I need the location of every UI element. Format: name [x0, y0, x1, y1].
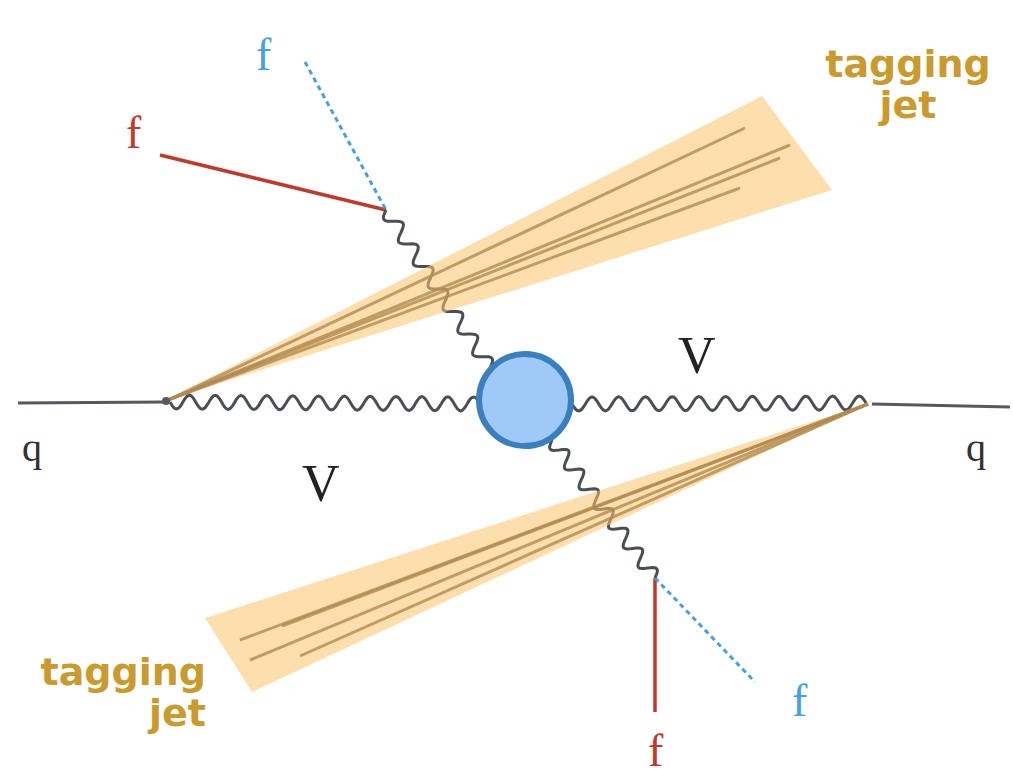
jet-cone	[166, 96, 832, 400]
fermion-dashed-line	[305, 62, 386, 210]
quark-line	[872, 404, 1010, 407]
fermion-line	[653, 578, 657, 712]
jet-label: tagging jet	[808, 44, 1008, 126]
fermion-label: f	[126, 110, 141, 156]
boson-line	[170, 395, 480, 411]
quark-label: q	[22, 428, 42, 468]
quark-label: q	[966, 428, 986, 468]
fermion-label: f	[648, 728, 663, 774]
jet-tracks	[240, 404, 868, 660]
jet-tracks	[168, 128, 790, 400]
fermion-dashed-line	[655, 578, 755, 682]
boson-label: V	[302, 458, 340, 510]
interaction-blob	[479, 354, 571, 446]
jet-label: tagging jet	[6, 652, 206, 734]
fermion-label: f	[792, 678, 807, 724]
boson-label: V	[678, 330, 716, 382]
fermion-label: f	[256, 32, 271, 78]
boson-line	[572, 396, 866, 411]
fermion-line	[160, 155, 386, 210]
quark-line	[18, 402, 166, 403]
vertex-dot	[162, 397, 170, 405]
